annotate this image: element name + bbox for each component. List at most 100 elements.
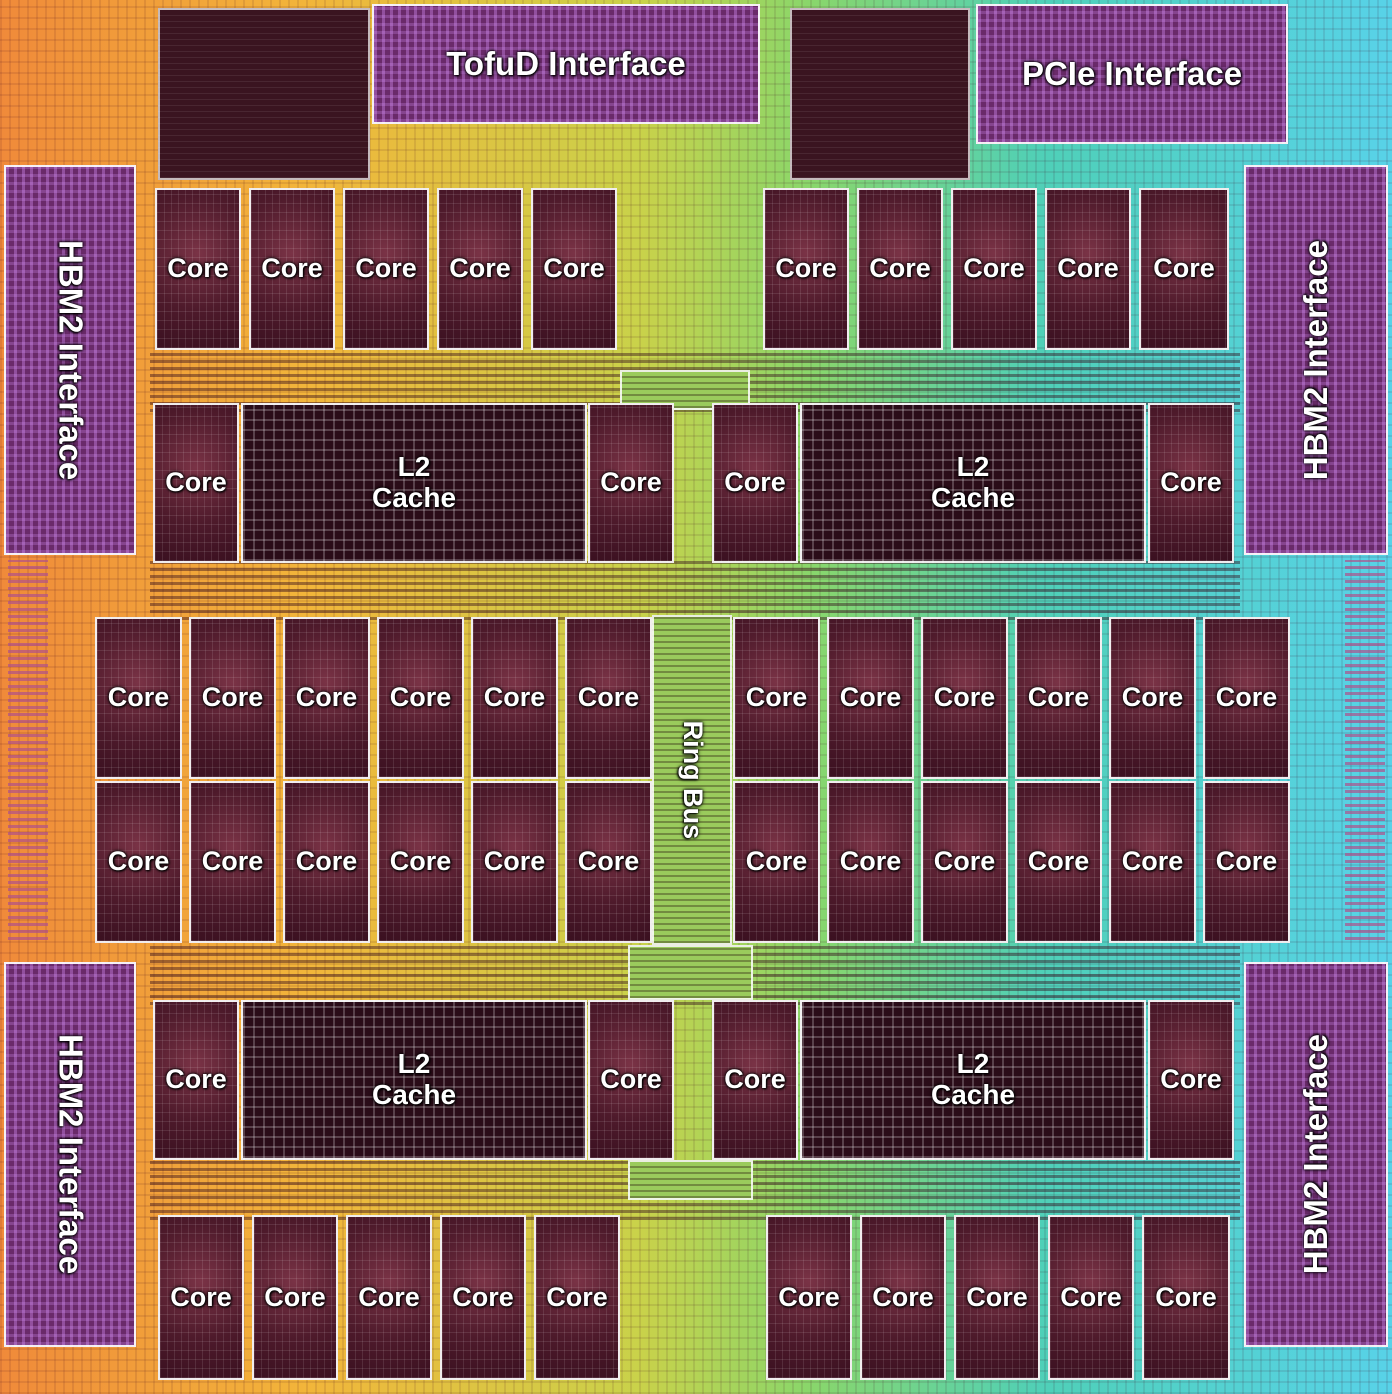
core: Core [189,617,276,779]
core: Core [565,617,652,779]
core: Core [95,781,182,943]
core-label: Core [1160,467,1222,498]
core: Core [588,1000,674,1160]
tofud-interface-label: TofuD Interface [446,44,686,82]
core-label: Core [839,846,902,877]
core-label: Core [449,253,511,284]
core-label: Core [167,253,229,284]
core-label: Core [872,1281,934,1312]
core-label: Core [600,467,662,498]
l2-cache-block: L2 Cache [800,1000,1146,1160]
core: Core [343,188,429,350]
core: Core [1203,617,1290,779]
core-label: Core [1215,682,1278,713]
core-label: Core [543,253,605,284]
core-label: Core [107,846,170,877]
core: Core [712,403,798,563]
core: Core [95,617,182,779]
l2-cache-label: L2 Cache [371,1048,457,1110]
core-label: Core [724,1064,786,1095]
hbm2-interface-label: HBM2 Interface [52,1034,90,1275]
core-label: Core [170,1281,232,1312]
core: Core [471,617,558,779]
io-pads [8,560,48,940]
core-label: Core [295,682,358,713]
core: Core [860,1215,946,1380]
ring-bus-segment [628,1160,753,1200]
core: Core [283,781,370,943]
core: Core [951,188,1037,350]
ring-bus-segment [620,370,750,410]
core: Core [921,781,1008,943]
tofud-phy-block [790,8,970,180]
core-label: Core [577,682,640,713]
core: Core [588,403,674,563]
core: Core [531,188,617,350]
core-label: Core [1160,1064,1222,1095]
core: Core [440,1215,526,1380]
core-label: Core [452,1281,514,1312]
hbm2-interface-label: HBM2 Interface [52,239,90,481]
core-label: Core [295,846,358,877]
core: Core [534,1215,620,1380]
pcie-interface-block: PCIe Interface [976,4,1288,144]
core: Core [153,1000,239,1160]
core: Core [857,188,943,350]
core-label: Core [358,1281,420,1312]
core-label: Core [483,846,546,877]
core: Core [712,1000,798,1160]
core-label: Core [483,682,546,713]
tofud-phy-block [158,8,370,180]
hbm2-interface-block-bottom-left: HBM2 Interface [4,962,136,1347]
core-label: Core [745,846,808,877]
core: Core [252,1215,338,1380]
core: Core [1015,617,1102,779]
core-label: Core [201,846,264,877]
core-label: Core [933,846,996,877]
core: Core [283,617,370,779]
hbm2-interface-block-top-left: HBM2 Interface [4,165,136,555]
ring-bus-segment [628,945,753,1000]
core: Core [733,781,820,943]
ring-bus-label: Ring Bus [677,720,708,840]
hbm2-interface-label: HBM2 Interface [1296,1034,1334,1275]
core: Core [1109,781,1196,943]
core: Core [471,781,558,943]
core: Core [377,781,464,943]
core: Core [1148,1000,1234,1160]
core-label: Core [1057,253,1119,284]
core: Core [827,617,914,779]
l2-cache-block: L2 Cache [800,403,1146,563]
core: Core [1109,617,1196,779]
core: Core [1045,188,1131,350]
core: Core [1203,781,1290,943]
l2-cache-block: L2 Cache [241,1000,587,1160]
core-label: Core [1215,846,1278,877]
core-label: Core [724,467,786,498]
l2-cache-block: L2 Cache [241,403,587,563]
core-label: Core [963,253,1025,284]
core: Core [763,188,849,350]
core: Core [437,188,523,350]
core: Core [1148,403,1234,563]
core: Core [565,781,652,943]
core-label: Core [1155,1281,1217,1312]
core-label: Core [546,1281,608,1312]
core: Core [1048,1215,1134,1380]
core: Core [733,617,820,779]
io-pads [1345,560,1385,940]
core-label: Core [1121,846,1184,877]
core-label: Core [389,682,452,713]
tofud-interface-block: TofuD Interface [372,4,760,124]
core-label: Core [1027,846,1090,877]
l2-cache-label: L2 Cache [930,1048,1016,1110]
core-label: Core [107,682,170,713]
core-label: Core [1153,253,1215,284]
core-label: Core [261,253,323,284]
core-label: Core [775,253,837,284]
core: Core [346,1215,432,1380]
core-label: Core [778,1281,840,1312]
core-label: Core [933,682,996,713]
core-label: Core [745,682,808,713]
core-label: Core [355,253,417,284]
